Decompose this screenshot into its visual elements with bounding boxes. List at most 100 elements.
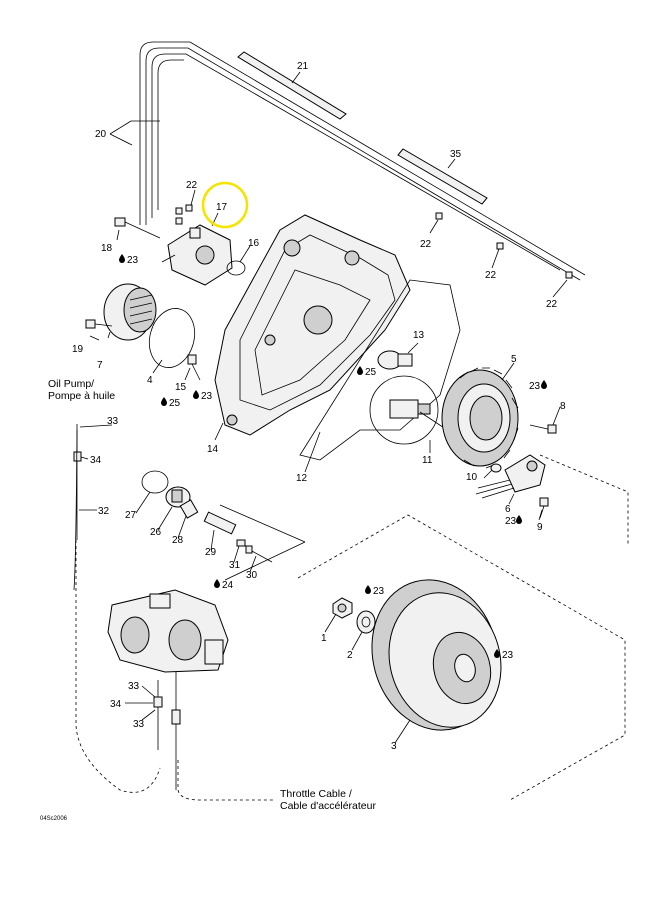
oil-drop-icons xyxy=(119,254,547,658)
gasket-4 xyxy=(148,308,196,368)
screw-15 xyxy=(187,354,201,381)
oil-drop-icon xyxy=(365,585,371,594)
cover-7 xyxy=(103,283,157,341)
throttle-cable-ends xyxy=(153,672,181,790)
hose-35 xyxy=(397,148,488,205)
label-25: 25 xyxy=(365,367,377,378)
o-ring-27 xyxy=(141,470,169,494)
oil-drop-icon xyxy=(494,649,500,658)
label-14: 14 xyxy=(207,444,219,455)
label-8: 8 xyxy=(560,401,566,412)
label-12: 12 xyxy=(296,473,308,484)
label-22: 22 xyxy=(186,180,198,191)
detail-circle-11 xyxy=(369,375,439,445)
highlight-circle xyxy=(201,181,249,229)
oil-drop-icon xyxy=(119,254,125,263)
oil-pump xyxy=(161,224,233,286)
hose-21 xyxy=(237,51,347,120)
label-3: 3 xyxy=(391,741,397,752)
label-23: 23 xyxy=(373,586,385,597)
label-32: 32 xyxy=(98,506,110,517)
label-33: 33 xyxy=(107,416,119,427)
label-30: 30 xyxy=(246,570,258,581)
label-23: 23 xyxy=(201,391,213,402)
oil-drop-icon xyxy=(193,390,199,399)
label-5: 5 xyxy=(511,354,517,365)
label-24: 24 xyxy=(222,580,234,591)
oil-drop-icon xyxy=(357,366,363,375)
label-1: 1 xyxy=(321,633,327,644)
label-34: 34 xyxy=(110,699,122,710)
screw-8 xyxy=(529,424,557,434)
throttle-cable-run xyxy=(177,760,275,801)
label-10: 10 xyxy=(466,472,478,483)
oil-pump-caption-en: Oil Pump/ xyxy=(48,378,94,390)
label-23: 23 xyxy=(502,650,514,661)
stator-5 xyxy=(441,367,519,469)
label-23: 23 xyxy=(529,381,541,392)
label-19: 19 xyxy=(72,344,84,355)
label-17: 17 xyxy=(216,202,228,213)
label-4: 4 xyxy=(147,375,153,386)
oil-drop-icon xyxy=(161,397,167,406)
part-labels: 20 21 35 22 17 16 18 23 19 7 4 15 25 23 … xyxy=(72,61,566,752)
label-22: 22 xyxy=(485,270,497,281)
gear-26 xyxy=(165,486,191,508)
shaft-29 xyxy=(203,511,237,535)
washer-2 xyxy=(356,610,376,634)
figure-reference: 04Sc2006 xyxy=(40,816,68,822)
label-23: 23 xyxy=(127,255,139,266)
pin-31 xyxy=(236,539,246,547)
nut-1 xyxy=(332,597,353,619)
trigger-coil-6 xyxy=(475,454,546,499)
oil-pump-cable xyxy=(73,424,82,591)
screw-18 xyxy=(114,217,161,239)
label-23: 23 xyxy=(505,516,517,527)
label-9: 9 xyxy=(537,522,543,533)
oil-pump-caption-fr: Pompe à huile xyxy=(48,390,115,402)
label-6: 6 xyxy=(505,504,511,515)
gasket-12 xyxy=(299,279,461,461)
grommet-10 xyxy=(490,463,502,473)
label-15: 15 xyxy=(175,382,187,393)
oil-lines xyxy=(139,41,586,281)
sensor-13 xyxy=(377,350,413,370)
label-11: 11 xyxy=(422,455,433,466)
label-34: 34 xyxy=(90,455,102,466)
label-13: 13 xyxy=(413,330,425,341)
label-27: 27 xyxy=(125,510,137,521)
detail-frame-stator xyxy=(539,454,629,545)
label-22: 22 xyxy=(420,239,432,250)
label-25: 25 xyxy=(169,398,181,409)
screw-9 xyxy=(539,497,549,519)
screw-19 xyxy=(85,319,113,329)
magneto-housing xyxy=(214,214,411,436)
label-18: 18 xyxy=(101,243,113,254)
label-21: 21 xyxy=(297,61,309,72)
sensor-detail xyxy=(389,399,431,419)
flywheel-3 xyxy=(371,579,502,731)
label-7: 7 xyxy=(97,360,103,371)
throttle-body xyxy=(107,589,229,673)
detail-frame-flywheel xyxy=(297,514,626,801)
label-31: 31 xyxy=(229,560,241,571)
seal-28 xyxy=(179,499,199,519)
throttle-caption-fr: Cable d'accélérateur xyxy=(280,800,376,812)
label-33: 33 xyxy=(133,719,145,730)
leader-lines xyxy=(79,71,568,744)
oil-drop-icon xyxy=(516,515,522,524)
label-28: 28 xyxy=(172,535,184,546)
detail-frame-drive xyxy=(219,504,306,581)
oil-drop-icon xyxy=(214,579,220,588)
bolt-30 xyxy=(245,545,273,563)
label-2: 2 xyxy=(347,650,353,661)
throttle-caption-en: Throttle Cable / xyxy=(280,788,352,800)
label-26: 26 xyxy=(150,527,162,538)
clamps-22 xyxy=(175,204,573,279)
label-20: 20 xyxy=(95,129,107,140)
label-33: 33 xyxy=(128,681,140,692)
oil-drop-icon xyxy=(541,380,547,389)
o-ring-16 xyxy=(226,260,246,276)
label-22: 22 xyxy=(546,299,558,310)
